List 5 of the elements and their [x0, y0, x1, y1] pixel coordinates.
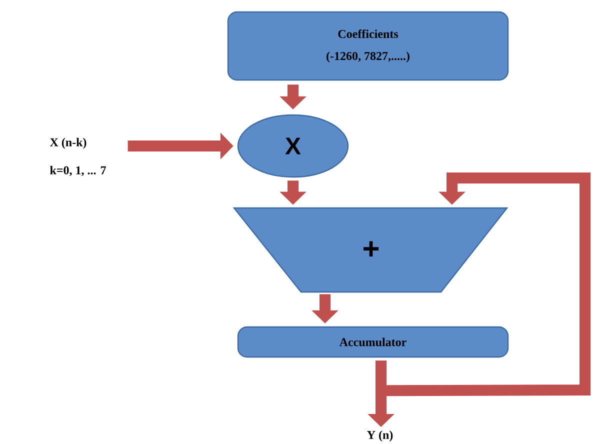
process-box: Coefficients (-1260, 7827,.....): [227, 11, 509, 81]
text-label: Y (n): [367, 430, 393, 442]
process-box: Accumulator: [237, 326, 509, 358]
arrow: [376, 172, 590, 396]
text-label: X (n-k) k=0, 1, ... 7: [50, 138, 106, 176]
